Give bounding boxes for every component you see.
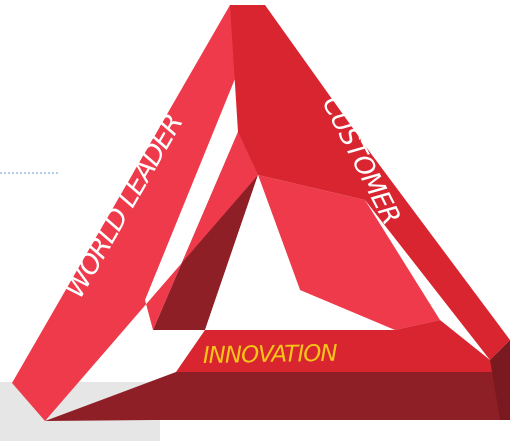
right-bar-inner-face (258, 175, 440, 330)
left-bar-front-face (12, 5, 265, 421)
inner-triangle-hole (205, 175, 300, 330)
right-bar-shadow-face (490, 340, 510, 420)
label-innovation: INNOVATION (203, 341, 338, 369)
right-bar-top-face (230, 5, 510, 360)
bottom-bar-front-face (45, 372, 510, 421)
bottom-bar-top-face (176, 320, 510, 372)
